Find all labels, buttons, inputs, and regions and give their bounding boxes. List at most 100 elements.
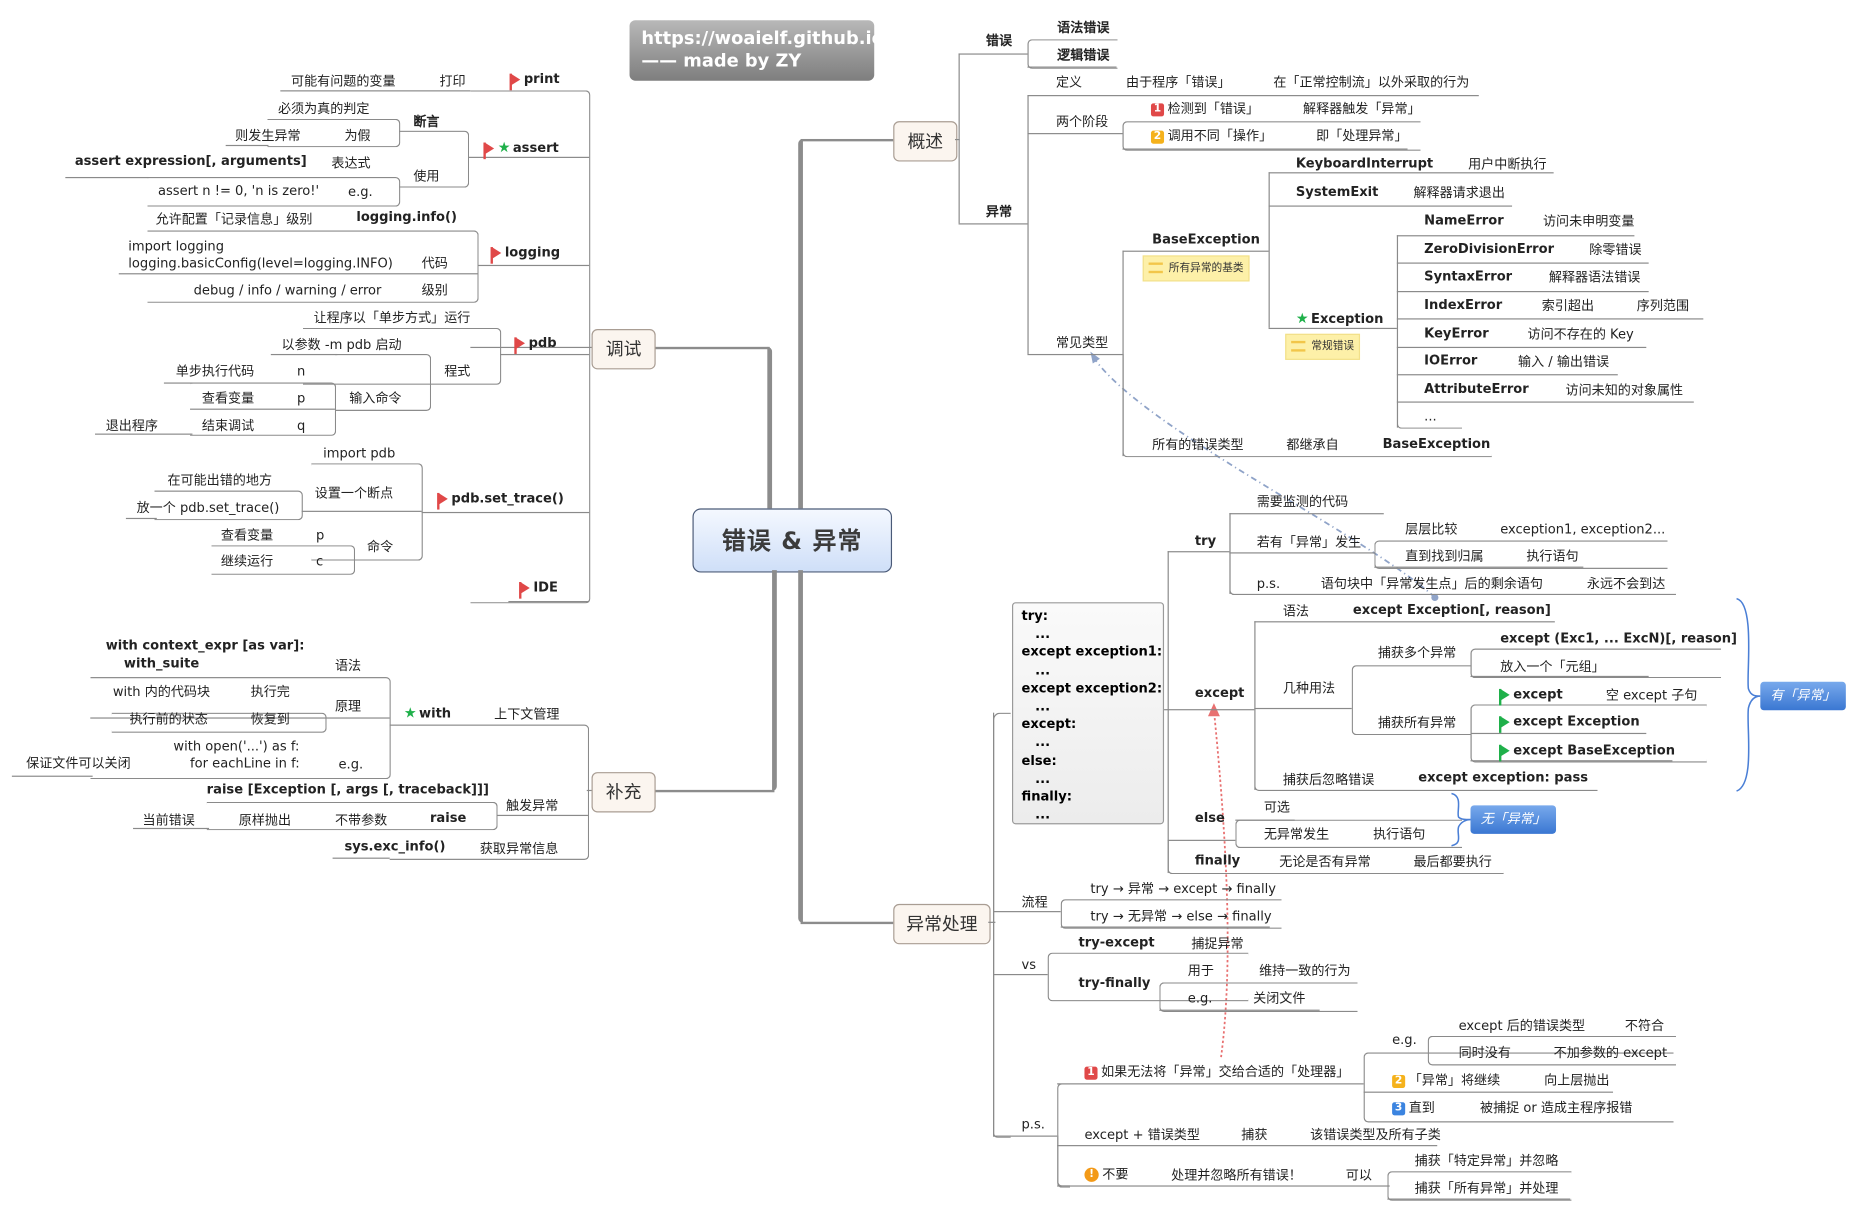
node-definition-b[interactable]: 在「正常控制流」以外采取的行为 [1273, 74, 1470, 91]
node-logging-info-desc[interactable]: 允许配置「记录信息」级别 [155, 211, 313, 227]
node-except-all1[interactable]: except [1499, 687, 1563, 706]
node-else-c[interactable]: 执行语句 [1373, 826, 1426, 843]
node-set-trace[interactable]: pdb.set_trace() [437, 491, 564, 510]
node-eg[interactable]: e.g. [348, 184, 373, 200]
node-attribute-error[interactable]: AttributeError [1424, 381, 1529, 397]
node-index-error-desc2[interactable]: 序列范围 [1636, 298, 1690, 314]
node-logging[interactable]: logging [490, 245, 560, 264]
node-assert[interactable]: ★assert [483, 139, 559, 160]
callout-no-exception[interactable]: 无「异常」 [1470, 805, 1557, 834]
node-with-syntax2[interactable]: with_suite [105, 655, 200, 672]
node-logging-code2[interactable]: logging.basicConfig(level=logging.INFO) [128, 255, 393, 271]
node-try[interactable]: try [1194, 533, 1217, 549]
node-else[interactable]: else [1194, 810, 1225, 826]
node-except-syntax-label[interactable]: 语法 [1282, 603, 1309, 619]
node-definition[interactable]: 定义 [1055, 74, 1083, 91]
node-set-trace-cmd[interactable]: 命令 [367, 539, 394, 555]
node-assert-a3[interactable]: 则发生异常 [235, 128, 301, 144]
node-two-phases[interactable]: 两个阶段 [1055, 114, 1109, 130]
node-pdb-start[interactable]: 以参数 -m pdb 启动 [281, 337, 402, 353]
node-except-usages[interactable]: 几种用法 [1282, 680, 1336, 697]
node-raise-b[interactable]: 原样抛出 [238, 812, 292, 828]
node-ps-p2[interactable]: 2「异常」将继续 [1392, 1073, 1500, 1090]
node-else-b[interactable]: 无异常发生 [1263, 826, 1330, 843]
node-ps-p3b[interactable]: 被捕捉 or 造成主程序报错 [1479, 1099, 1633, 1116]
topic-overview[interactable]: 概述 [893, 121, 958, 162]
node-system-exit[interactable]: SystemExit [1295, 184, 1379, 200]
node-tf-eg[interactable]: e.g. [1187, 990, 1213, 1007]
node-raise-kw[interactable]: raise [429, 810, 467, 826]
node-assert-a2[interactable]: 为假 [344, 128, 371, 144]
node-ps-eg2b[interactable]: 不加参数的 except [1553, 1045, 1668, 1061]
node-with-principle[interactable]: 原理 [334, 698, 362, 714]
node-key-error-desc[interactable]: 访问不存在的 Key [1527, 326, 1634, 343]
node-try-ps2[interactable]: 永远不会到达 [1586, 576, 1666, 592]
node-finally-a[interactable]: 无论是否有异常 [1279, 854, 1371, 870]
node-with[interactable]: ★with [404, 704, 451, 722]
node-raise-label[interactable]: 触发异常 [506, 798, 559, 814]
node-st-cmd-c-desc[interactable]: 继续运行 [220, 553, 274, 569]
node-ps-p2b[interactable]: 向上层抛出 [1544, 1072, 1610, 1089]
topic-handling[interactable]: 异常处理 [893, 903, 991, 945]
node-phase-1b[interactable]: 解释器触发「异常」 [1303, 100, 1421, 117]
node-all-inherit[interactable]: 都继承自 [1286, 437, 1339, 453]
node-pdb-mode[interactable]: 程式 [444, 363, 471, 379]
node-try-b1[interactable]: 层层比较 [1405, 521, 1458, 537]
node-except-all[interactable]: 捕获所有异常 [1377, 715, 1457, 731]
node-try-ps[interactable]: p.s. [1256, 576, 1281, 592]
node-name-error[interactable]: NameError [1424, 212, 1504, 229]
node-assertion[interactable]: 断言 [413, 114, 440, 130]
node-ps-eg2[interactable]: 同时没有 [1458, 1045, 1511, 1061]
node-expr[interactable]: assert expression[, arguments] [74, 153, 307, 169]
node-flow[interactable]: 流程 [1021, 894, 1048, 910]
node-attribute-error-desc[interactable]: 访问未知的对象属性 [1565, 382, 1684, 398]
node-except-multi2[interactable]: 放入一个「元组」 [1500, 659, 1605, 675]
topic-debug[interactable]: 调试 [591, 329, 656, 370]
node-tf-use-desc[interactable]: 维持一致的行为 [1259, 963, 1351, 979]
node-pdb-cmd-q-desc[interactable]: 结束调试 [201, 418, 255, 434]
node-ps-d4[interactable]: 捕获「特定异常」并忽略 [1414, 1153, 1559, 1169]
node-except-ignore[interactable]: 捕获后忽略错误 [1282, 772, 1375, 788]
node-raise-a[interactable]: 不带参数 [334, 812, 388, 828]
node-try-b2[interactable]: 直到找到归属 [1405, 548, 1484, 565]
node-ps-e2[interactable]: 捕获 [1241, 1127, 1268, 1143]
node-try-except[interactable]: try-except [1078, 934, 1155, 951]
node-all-base[interactable]: BaseException [1382, 435, 1491, 452]
node-name-error-desc[interactable]: 访问未申明变量 [1542, 213, 1635, 230]
topic-supplement[interactable]: 补充 [591, 772, 656, 813]
node-print-b[interactable]: 可能有问题的变量 [291, 73, 396, 90]
node-logging-levels[interactable]: debug / info / warning / error [193, 282, 382, 299]
node-assert-example[interactable]: assert n != 0, 'n is zero!' [157, 182, 320, 199]
node-error[interactable]: 错误 [985, 33, 1013, 49]
node-except-multi1[interactable]: except (Exc1, ... ExcN)[, reason] [1500, 630, 1737, 647]
node-syntax-error-desc[interactable]: 解释器语法错误 [1548, 269, 1641, 286]
node-ide[interactable]: IDE [519, 580, 558, 599]
node-st-cmd-p[interactable]: p [315, 527, 325, 543]
node-ps-eg[interactable]: e.g. [1392, 1032, 1417, 1048]
node-use[interactable]: 使用 [413, 168, 440, 185]
node-base-exception[interactable]: BaseException [1152, 231, 1260, 248]
node-import-pdb[interactable]: import pdb [323, 445, 396, 461]
node-exception-class[interactable]: ★Exception [1296, 310, 1383, 328]
node-ps-eg1b[interactable]: 不符合 [1624, 1017, 1665, 1034]
node-breakpoint-2[interactable]: 放一个 pdb.set_trace() [136, 500, 280, 516]
node-ps[interactable]: p.s. [1021, 1116, 1045, 1132]
node-more-errors[interactable]: ... [1424, 408, 1437, 425]
node-ps-d2[interactable]: 处理并忽略所有错误！ [1171, 1167, 1302, 1184]
node-logging-info[interactable]: logging.info() [356, 209, 457, 225]
node-try-b2v[interactable]: 执行语句 [1526, 548, 1579, 565]
node-logging-level-label[interactable]: 级别 [421, 282, 448, 299]
node-pdb-cmd-q[interactable]: q [296, 418, 306, 434]
node-logging-code1[interactable]: import logging [128, 238, 224, 255]
node-with-eg2[interactable]: for eachLine in f: [173, 755, 300, 771]
node-pdb-cmd-p-desc[interactable]: 查看变量 [201, 390, 255, 407]
node-pdb-cmd-p[interactable]: p [296, 390, 306, 407]
node-pdb-input[interactable]: 输入命令 [349, 390, 402, 407]
node-raise-syntax[interactable]: raise [Exception [, args [, traceback]]] [206, 781, 489, 798]
callout-has-exception[interactable]: 有「异常」 [1760, 681, 1846, 711]
node-tf-use[interactable]: 用于 [1187, 963, 1214, 979]
node-ps-d3[interactable]: 可以 [1345, 1167, 1372, 1184]
node-exc-info[interactable]: sys.exc_info() [344, 838, 446, 855]
